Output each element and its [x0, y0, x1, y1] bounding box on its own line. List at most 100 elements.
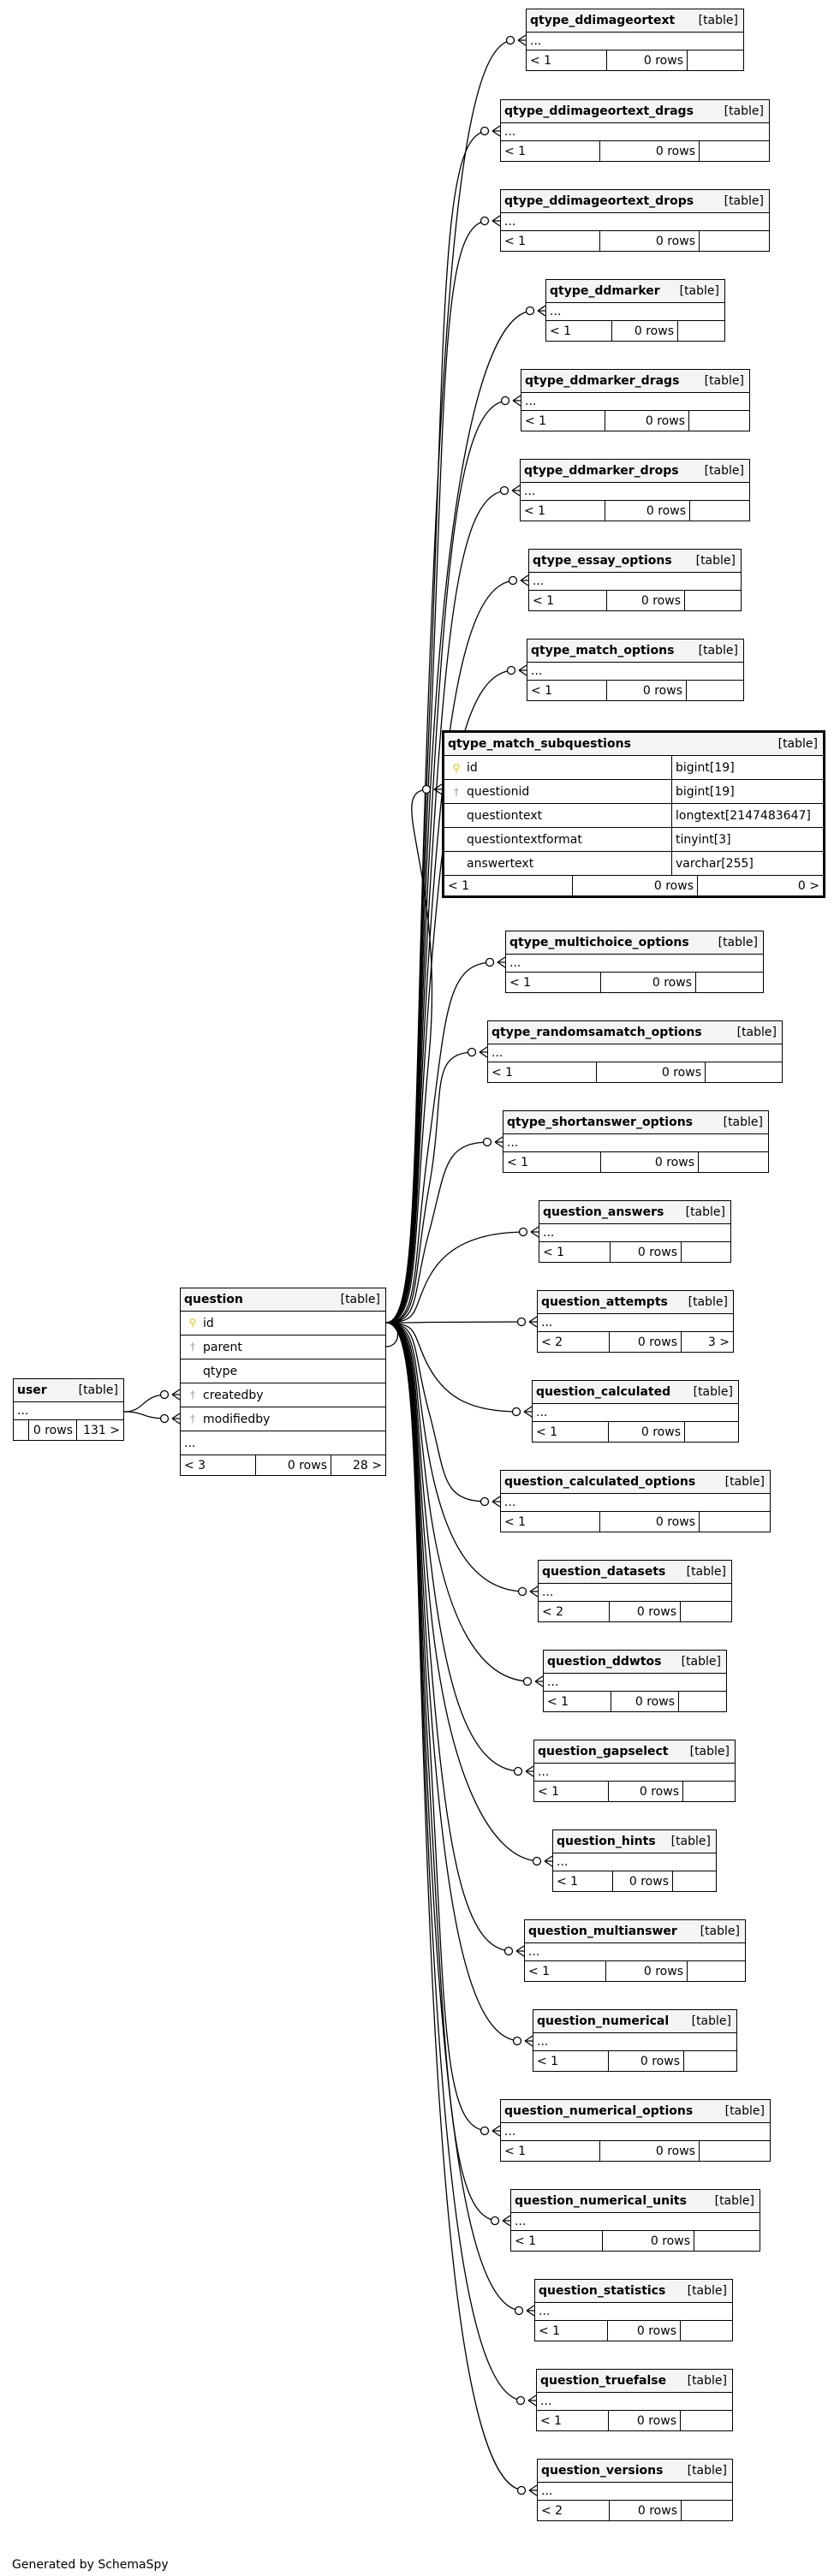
table-tag: [table] [681, 1655, 721, 1669]
column-type: tinyint[3] [676, 832, 731, 847]
column-name: qtype [203, 1364, 238, 1378]
ellipsis: ... [530, 34, 542, 48]
table-qtype-randomsamatch-options[interactable]: qtype_randomsamatch_options[table]...< 1… [487, 1020, 783, 1083]
relationship-line [385, 1322, 526, 2491]
child-count [688, 51, 743, 70]
table-tag: [table] [691, 2014, 731, 2028]
ellipsis: ... [504, 1496, 516, 1509]
parent-count: < 1 [501, 2141, 600, 2161]
many-marker [528, 1316, 538, 1328]
ellipsis: ... [538, 1765, 550, 1779]
table-tag: [table] [670, 1835, 711, 1848]
row-count: 0 rows [611, 1242, 682, 1262]
table-name: qtype_ddmarker_drops [524, 464, 679, 478]
row-count: 0 rows [600, 231, 700, 251]
many-marker [511, 485, 521, 497]
child-count [682, 2501, 732, 2520]
table-header: question_gapselect[table] [534, 1740, 735, 1764]
parent-count: < 1 [511, 2231, 603, 2251]
table-name: question_hints [557, 1835, 656, 1848]
table-tag: [table] [714, 2194, 754, 2208]
collapsed-columns-row: ... [534, 1764, 735, 1782]
child-count [678, 321, 724, 341]
many-marker [433, 783, 443, 795]
column-name: modifiedby [203, 1412, 271, 1426]
table-name: qtype_ddmarker_drags [525, 374, 680, 388]
table-name: qtype_ddimageortext_drops [504, 194, 694, 208]
table-tag: [table] [718, 936, 758, 949]
column-row[interactable]: †modifiedby [181, 1407, 385, 1431]
parent-count: < 1 [521, 501, 605, 521]
child-count [687, 681, 743, 700]
blank-icon [186, 1365, 200, 1378]
optional-marker [480, 2126, 490, 2136]
table-tag: [table] [724, 1475, 765, 1489]
table-tag: [table] [698, 644, 738, 657]
table-name: question_ddwtos [547, 1655, 662, 1669]
table-question-calculated-options[interactable]: question_calculated_options[table]...< 1… [500, 1470, 771, 1532]
child-count [700, 141, 769, 161]
table-header: qtype_ddimageortext[table] [527, 9, 743, 33]
optional-marker [518, 1227, 528, 1237]
foreign-key-icon: † [454, 785, 459, 798]
column-row[interactable]: †parent [181, 1336, 385, 1359]
column-name-cell: ⚲id [444, 756, 672, 779]
column-row[interactable]: qtype [181, 1359, 385, 1383]
table-name: question_datasets [542, 1565, 666, 1579]
column-row[interactable]: ⚲id [181, 1312, 385, 1336]
child-count [689, 411, 749, 431]
column-row[interactable]: †createdby [181, 1383, 385, 1407]
relationship-line [385, 1321, 526, 1324]
row-count: 0 rows [613, 1871, 673, 1891]
collapsed-columns-row: ... [506, 955, 763, 973]
ellipsis: ... [504, 125, 516, 139]
row-count: 0 rows [609, 2051, 684, 2071]
optional-marker [485, 957, 495, 967]
parent-count: < 3 [181, 1455, 256, 1475]
ellipsis: ... [547, 1675, 559, 1689]
column-name-cell: †questionid [444, 780, 672, 803]
child-count [694, 2231, 760, 2251]
row-count: 0 rows [608, 2321, 681, 2341]
many-marker [502, 2215, 511, 2227]
